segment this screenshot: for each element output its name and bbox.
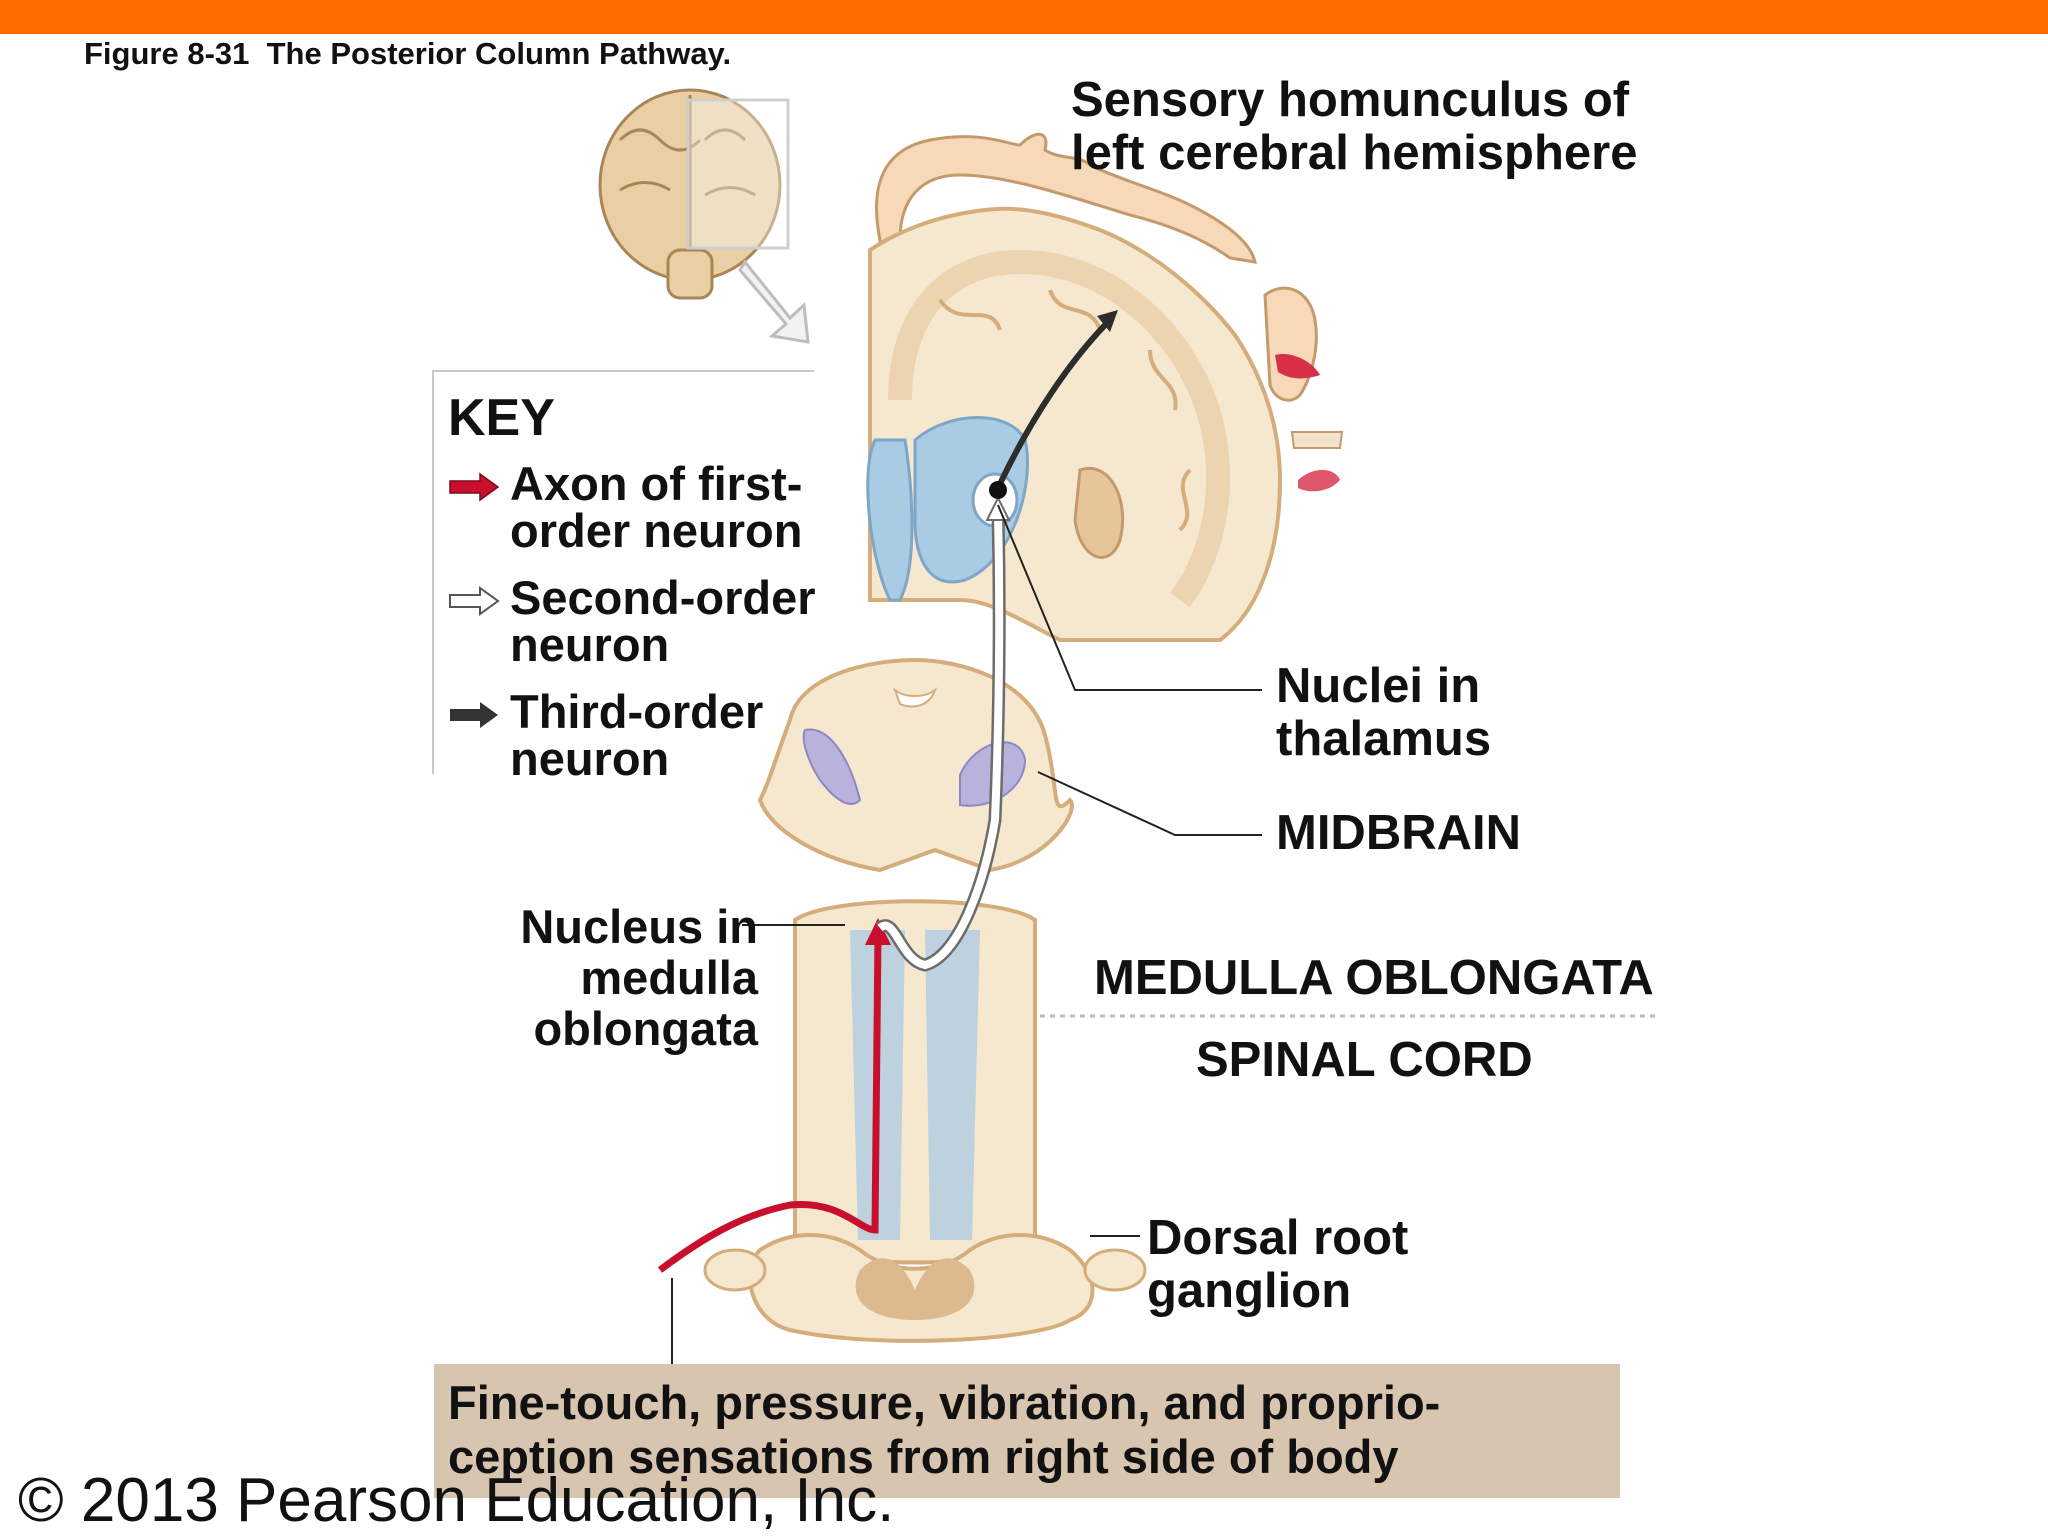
orientation-arrow <box>738 259 810 344</box>
third-order-arrowhead <box>1097 310 1118 332</box>
legend-label-first-order: Axon of first- order neuron <box>510 457 803 557</box>
first-order-arrowhead <box>865 918 891 945</box>
brain-icon <box>598 88 790 300</box>
copyright-notice: © 2013 Pearson Education, Inc. <box>18 1466 895 1535</box>
midbrain-label: MIDBRAIN <box>1276 806 1521 860</box>
legend-title: KEY <box>448 389 555 447</box>
sensation-caption-box: Fine-touch, pressure, vibration, and pro… <box>434 1364 1620 1498</box>
homunculus-label: Sensory homunculus of left cerebral hemi… <box>1071 73 1638 180</box>
nucleus-medulla-label: Nucleus in medulla oblongata <box>520 900 758 1055</box>
legend-key: KEY Axon of first- order neuron Second-o… <box>432 370 816 782</box>
hollow-arrow-icon <box>449 586 500 616</box>
red-arrow-icon <box>449 472 500 502</box>
spinal-cord-label: SPINAL CORD <box>1196 1033 1533 1087</box>
third-order-axon <box>995 317 1113 490</box>
second-order-arrowhead <box>985 495 1011 521</box>
figure-title: Figure 8-31 The Posterior Column Pathway… <box>84 36 732 71</box>
legend-label-second-order: Second-order neuron <box>510 571 816 671</box>
cerebral-hemisphere <box>866 206 1283 642</box>
midbrain-leader <box>1037 771 1262 836</box>
thalamus-leader <box>997 504 1262 691</box>
thalamus-label: Nuclei in thalamus <box>1276 659 1492 766</box>
first-order-axon <box>657 934 882 1273</box>
medulla-oblongata-label: MEDULLA OBLONGATA <box>1094 951 1654 1005</box>
top-accent-bar <box>0 0 2048 34</box>
thalamic-nucleus-dot <box>989 481 1007 499</box>
dark-arrow-icon <box>450 702 498 728</box>
dorsal-root-ganglion-label: Dorsal root ganglion <box>1147 1211 1409 1318</box>
spinal-cord-column <box>703 899 1147 1343</box>
sensation-caption: Fine-touch, pressure, vibration, and pro… <box>448 1376 1441 1484</box>
legend-label-third-order: Third-order neuron <box>510 685 764 785</box>
